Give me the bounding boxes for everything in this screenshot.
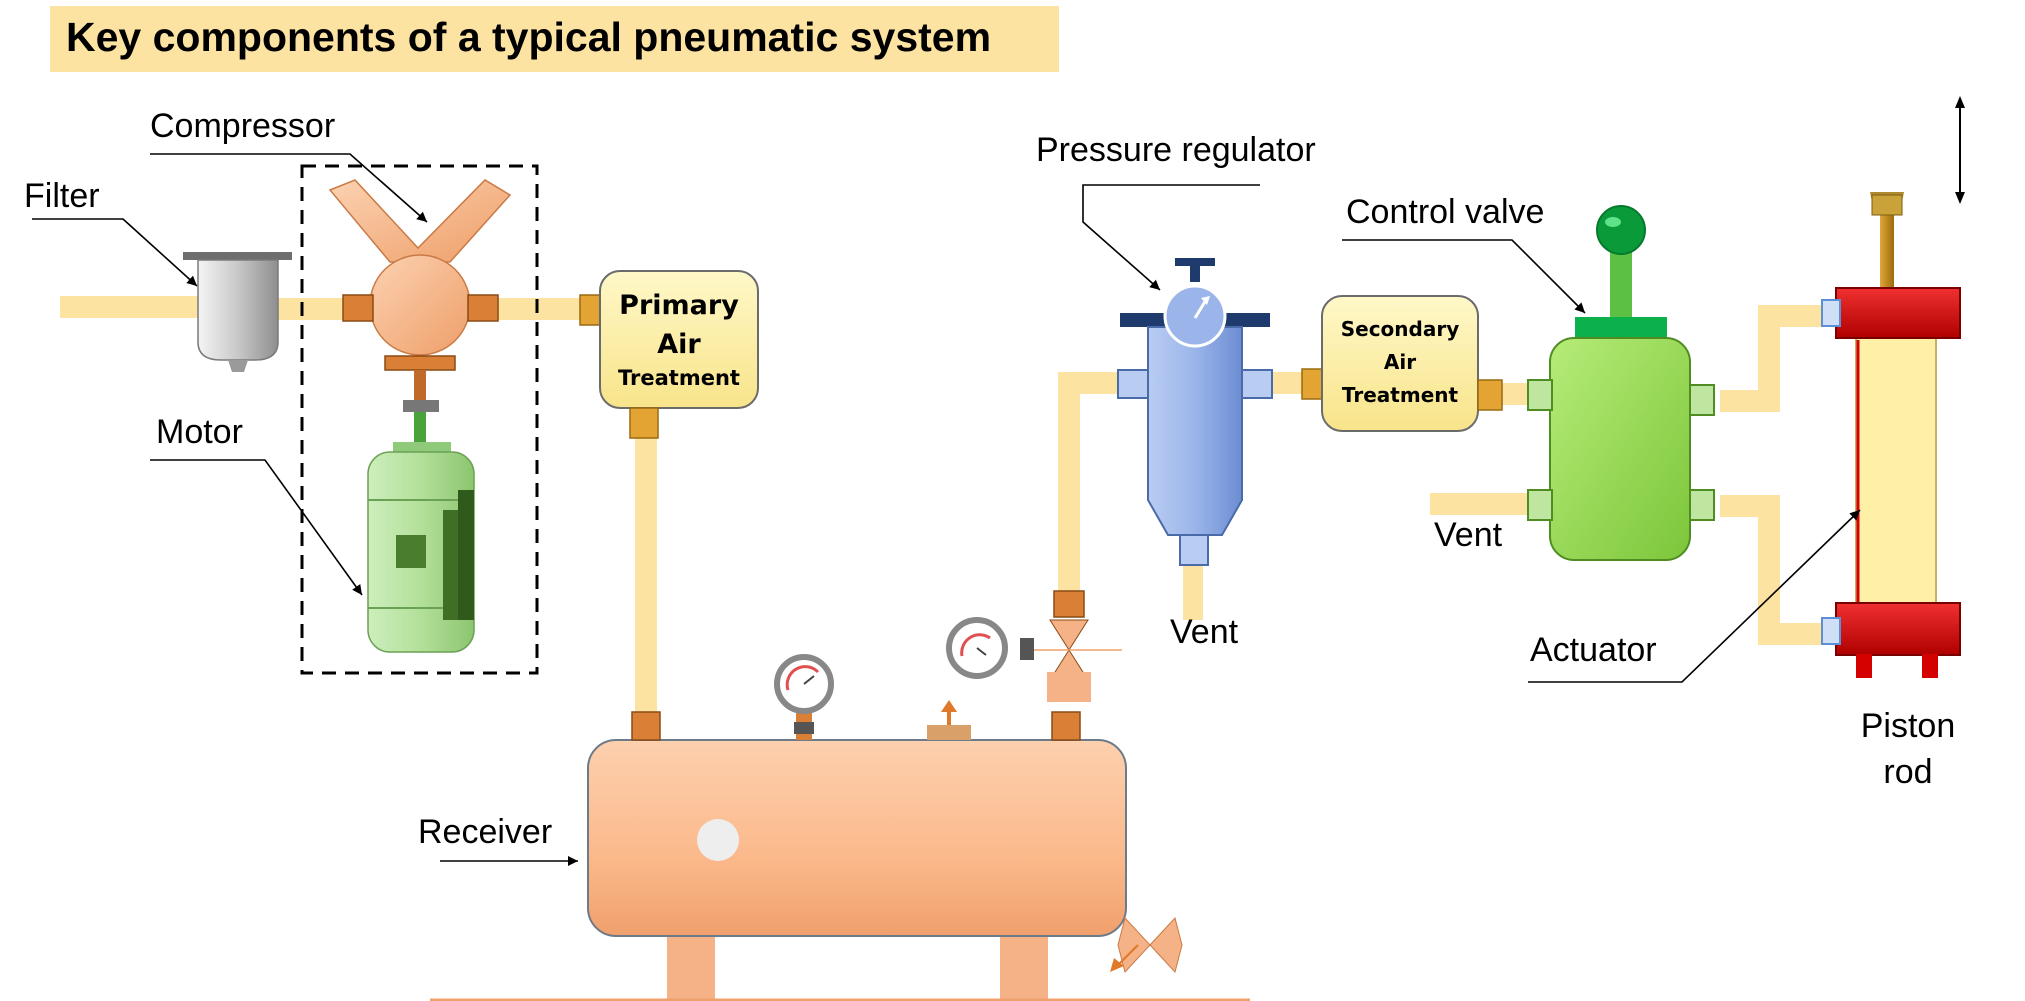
valve-vent-line — [1430, 493, 1535, 515]
label-receiver: Receiver — [418, 813, 553, 851]
label-piston-rod: Piston rod — [1842, 703, 1974, 795]
label-secondary-air-treatment: Secondary Air Treatment — [1322, 312, 1478, 412]
label-filter: Filter — [24, 177, 100, 215]
line-valve — [946, 590, 1122, 702]
label-primary-air-treatment: Primary Air Treatment — [600, 286, 758, 392]
primary-line3: Treatment — [618, 366, 740, 390]
motion-double-arrow — [1955, 96, 1965, 204]
inlet-line — [60, 296, 200, 318]
drain-valve — [1110, 916, 1183, 974]
regulator-vent-line — [1183, 555, 1203, 620]
pressure-regulator-leader — [1082, 184, 1260, 291]
compressor-leader — [150, 153, 428, 223]
label-pressure-regulator: Pressure regulator — [1036, 131, 1316, 169]
primary-air-treatment — [579, 270, 759, 439]
secondary-air-treatment — [1301, 295, 1503, 432]
leader-lines — [32, 153, 1861, 866]
valve-bottom-port-line-v — [1758, 495, 1780, 645]
receiver — [430, 700, 1250, 1001]
valve-top-port-line-h2 — [1758, 305, 1828, 327]
valve-bottom-port-line-h2 — [1758, 623, 1828, 645]
label-vent-valve: Vent — [1434, 516, 1503, 554]
filter-compressor-line — [270, 298, 360, 320]
filter-leader — [32, 218, 198, 287]
secondary-line2: Air — [1383, 350, 1417, 374]
compressor-primary-line — [480, 298, 580, 320]
receiver-regulator-vertical-line — [1058, 372, 1080, 604]
diagram-title: Key components of a typical pneumatic sy… — [66, 14, 992, 60]
receiver-regulator-horizontal-line — [1058, 372, 1118, 394]
label-actuator: Actuator — [1530, 631, 1657, 669]
valve-top-port-line-v — [1758, 305, 1780, 412]
primary-line2: Air — [657, 329, 701, 360]
label-vent-regulator: Vent — [1170, 613, 1239, 651]
label-control-valve: Control valve — [1346, 193, 1545, 231]
motor-leader — [150, 459, 363, 596]
label-compressor: Compressor — [150, 107, 336, 145]
compressor — [300, 164, 539, 675]
secondary-line3: Treatment — [1341, 383, 1459, 407]
motor — [367, 442, 475, 653]
label-motor: Motor — [156, 413, 243, 451]
filter — [183, 252, 292, 372]
primary-receiver-line — [635, 420, 657, 720]
label-piston-rod-line2: rod — [1883, 753, 1933, 791]
title-band — [50, 6, 1059, 72]
compressor-motor-dashed-box — [300, 164, 539, 675]
receiver-pressure-gauge — [774, 654, 834, 740]
pressure-regulator — [1117, 258, 1273, 566]
secondary-line1: Secondary — [1340, 317, 1460, 341]
control-valve — [1527, 205, 1715, 561]
control-valve-leader — [1342, 239, 1586, 314]
primary-line1: Primary — [619, 290, 739, 321]
actuator — [1821, 192, 1961, 678]
label-piston-rod-line1: Piston — [1860, 707, 1956, 745]
actuator-leader — [1528, 509, 1861, 683]
